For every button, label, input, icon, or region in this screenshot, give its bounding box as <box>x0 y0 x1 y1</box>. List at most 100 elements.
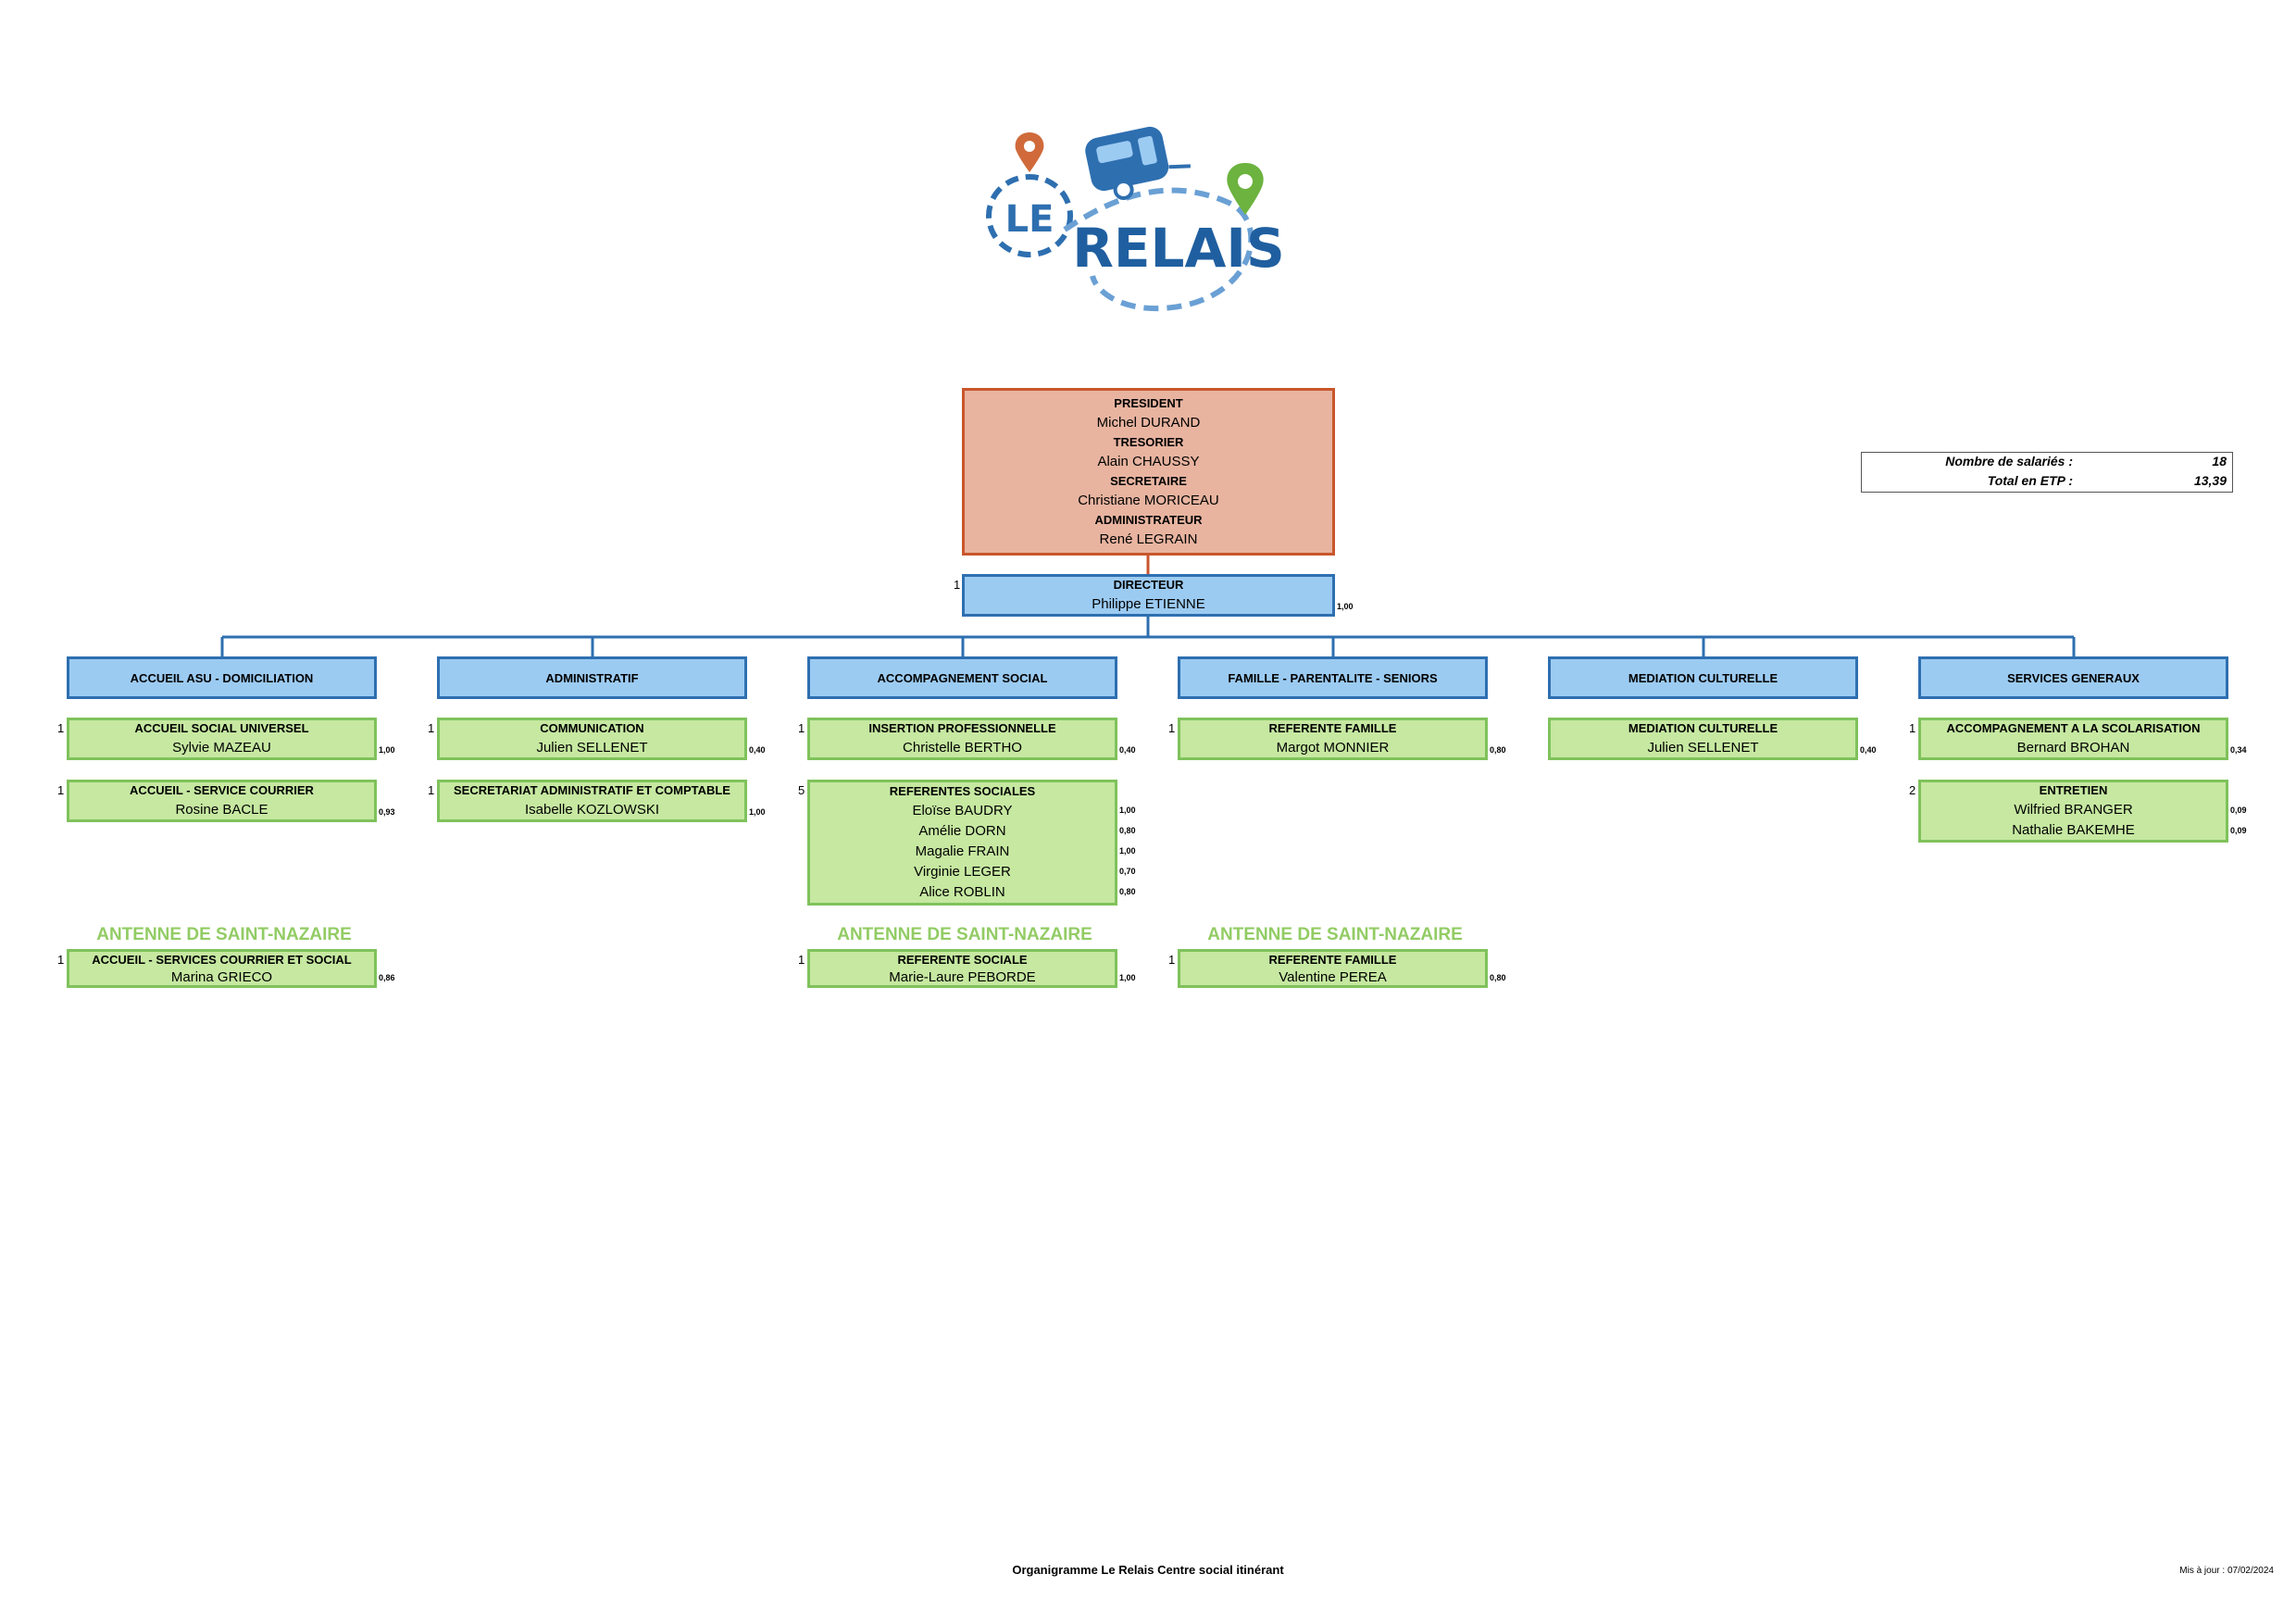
department-title: MEDIATION CULTURELLE <box>1628 670 1778 685</box>
person-etp: 0,09 <box>2230 806 2247 815</box>
post-box: ACCUEIL - SERVICES COURRIER ET SOCIAL Ma… <box>67 949 377 988</box>
department-box: MEDIATION CULTURELLE <box>1548 656 1858 699</box>
person-etp: 0,70 <box>1119 867 1136 876</box>
post-title: REFERENTE FAMILLE <box>1268 952 1397 967</box>
post-box: REFERENTES SOCIALES Eloïse BAUDRY Amélie… <box>807 780 1117 906</box>
post-count: 1 <box>798 721 805 735</box>
department-title: FAMILLE - PARENTALITE - SENIORS <box>1228 670 1438 685</box>
person-name: Margot MONNIER <box>1276 740 1390 756</box>
person-etp: 0,40 <box>1119 745 1136 755</box>
post-title: REFERENTE SOCIALE <box>897 952 1028 967</box>
department-box: SERVICES GENERAUX <box>1918 656 2228 699</box>
svg-text:RELAIS: RELAIS <box>1072 217 1284 280</box>
employees-label: Nombre de salariés : <box>1945 454 2073 468</box>
person-etp: 0,80 <box>1119 826 1136 835</box>
board-name: René LEGRAIN <box>1099 531 1198 547</box>
post-count: 1 <box>428 721 435 735</box>
person-etp: 0,09 <box>2230 826 2247 835</box>
post-title: INSERTION PROFESSIONNELLE <box>868 721 1056 735</box>
post-box: ACCUEIL SOCIAL UNIVERSEL Sylvie MAZEAU <box>67 718 377 760</box>
person-etp: 1,00 <box>749 807 766 817</box>
post-title: ACCUEIL - SERVICES COURRIER ET SOCIAL <box>92 952 352 967</box>
person-name: Wilfried BRANGER <box>2014 802 2133 818</box>
post-box: REFERENTE SOCIALE Marie-Laure PEBORDE <box>807 949 1117 988</box>
person-name: Marie-Laure PEBORDE <box>889 968 1036 985</box>
board-box: PRESIDENT Michel DURAND TRESORIER Alain … <box>962 388 1335 556</box>
person-name: Rosine BACLE <box>175 802 268 818</box>
person-name: Sylvie MAZEAU <box>172 740 271 756</box>
director-role: DIRECTEUR <box>1113 578 1184 592</box>
update-date: Mis à jour : 07/02/2024 <box>2179 1566 2274 1576</box>
person-etp: 0,80 <box>1119 887 1136 896</box>
board-name: Christiane MORICEAU <box>1078 492 1219 508</box>
department-title: SERVICES GENERAUX <box>2007 670 2140 685</box>
post-title: REFERENTE FAMILLE <box>1268 721 1397 735</box>
post-count: 1 <box>1909 721 1916 735</box>
staff-stats-box: Nombre de salariés : 18 Total en ETP : 1… <box>1861 452 2233 493</box>
post-count: 2 <box>1909 783 1916 797</box>
green-pin-icon <box>1227 163 1264 215</box>
relais-logo-graphic: LE RELAIS <box>986 126 1285 312</box>
post-title: ACCUEIL SOCIAL UNIVERSEL <box>134 721 309 735</box>
post-box: COMMUNICATION Julien SELLENET <box>437 718 747 760</box>
person-etp: 1,00 <box>1119 846 1136 856</box>
post-box: ACCUEIL - SERVICE COURRIER Rosine BACLE <box>67 780 377 822</box>
person-etp: 1,00 <box>1119 973 1136 982</box>
department-box: FAMILLE - PARENTALITE - SENIORS <box>1178 656 1488 699</box>
person-name: Virginie LEGER <box>914 864 1011 880</box>
director-count: 1 <box>954 578 961 592</box>
post-title: MEDIATION CULTURELLE <box>1628 721 1778 735</box>
post-count: 5 <box>798 783 805 797</box>
person-etp: 0,80 <box>1490 745 1506 755</box>
department-box: ADMINISTRATIF <box>437 656 747 699</box>
person-etp: 0,93 <box>379 807 395 817</box>
footer-title: Organigramme Le Relais Centre social iti… <box>1012 1563 1284 1577</box>
post-count: 1 <box>798 953 805 967</box>
director-etp: 1,00 <box>1337 602 1354 611</box>
department-title: ACCOMPAGNEMENT SOCIAL <box>877 670 1048 685</box>
person-etp: 0,86 <box>379 973 395 982</box>
etp-value: 13,39 <box>2193 473 2227 488</box>
board-role: PRESIDENT <box>1114 395 1183 410</box>
person-etp: 0,40 <box>1860 745 1877 755</box>
person-etp: 0,40 <box>749 745 766 755</box>
person-name: Isabelle KOZLOWSKI <box>524 802 660 818</box>
director-name: Philippe ETIENNE <box>1092 596 1205 612</box>
person-name: Alice ROBLIN <box>919 884 1005 900</box>
person-name: Bernard BROHAN <box>2016 740 2130 756</box>
post-box: ENTRETIEN Wilfried BRANGER Nathalie BAKE… <box>1918 780 2228 843</box>
post-count: 1 <box>1168 953 1176 967</box>
department-title: ADMINISTRATIF <box>545 670 639 685</box>
antenne-heading: ANTENNE DE SAINT-NAZAIRE <box>837 925 1092 944</box>
person-name: Magalie FRAIN <box>915 843 1010 859</box>
post-box: MEDIATION CULTURELLE Julien SELLENET <box>1548 718 1858 760</box>
logo: LE RELAIS <box>977 119 1310 322</box>
person-name: Eloïse BAUDRY <box>912 803 1013 818</box>
person-etp: 0,80 <box>1490 973 1506 982</box>
post-box: SECRETARIAT ADMINISTRATIF ET COMPTABLE I… <box>437 780 747 822</box>
post-title: COMMUNICATION <box>540 721 644 735</box>
antenne-heading: ANTENNE DE SAINT-NAZAIRE <box>96 925 352 944</box>
orange-pin-icon <box>1015 132 1044 172</box>
board-name: Alain CHAUSSY <box>1097 453 1200 469</box>
post-title: ENTRETIEN <box>2039 783 2108 797</box>
caravan-icon <box>1085 126 1191 200</box>
person-name: Julien SELLENET <box>536 740 648 756</box>
person-name: Nathalie BAKEMHE <box>2012 822 2135 838</box>
person-etp: 1,00 <box>1119 806 1136 815</box>
person-name: Christelle BERTHO <box>903 740 1022 756</box>
post-count: 1 <box>57 721 65 735</box>
post-box: REFERENTE FAMILLE Margot MONNIER <box>1178 718 1488 760</box>
post-title: SECRETARIAT ADMINISTRATIF ET COMPTABLE <box>454 783 730 797</box>
board-name: Michel DURAND <box>1096 414 1201 431</box>
post-count: 1 <box>1168 721 1176 735</box>
person-name: Julien SELLENET <box>1647 740 1759 756</box>
post-box: REFERENTE FAMILLE Valentine PEREA <box>1178 949 1488 988</box>
director-box: DIRECTEUR Philippe ETIENNE <box>962 574 1335 617</box>
department-title: ACCUEIL ASU - DOMICILIATION <box>130 670 314 685</box>
person-name: Marina GRIECO <box>170 968 273 985</box>
department-box: ACCOMPAGNEMENT SOCIAL <box>807 656 1117 699</box>
post-count: 1 <box>428 783 435 797</box>
post-box: ACCOMPAGNEMENT A LA SCOLARISATION Bernar… <box>1918 718 2228 760</box>
post-count: 1 <box>57 783 65 797</box>
